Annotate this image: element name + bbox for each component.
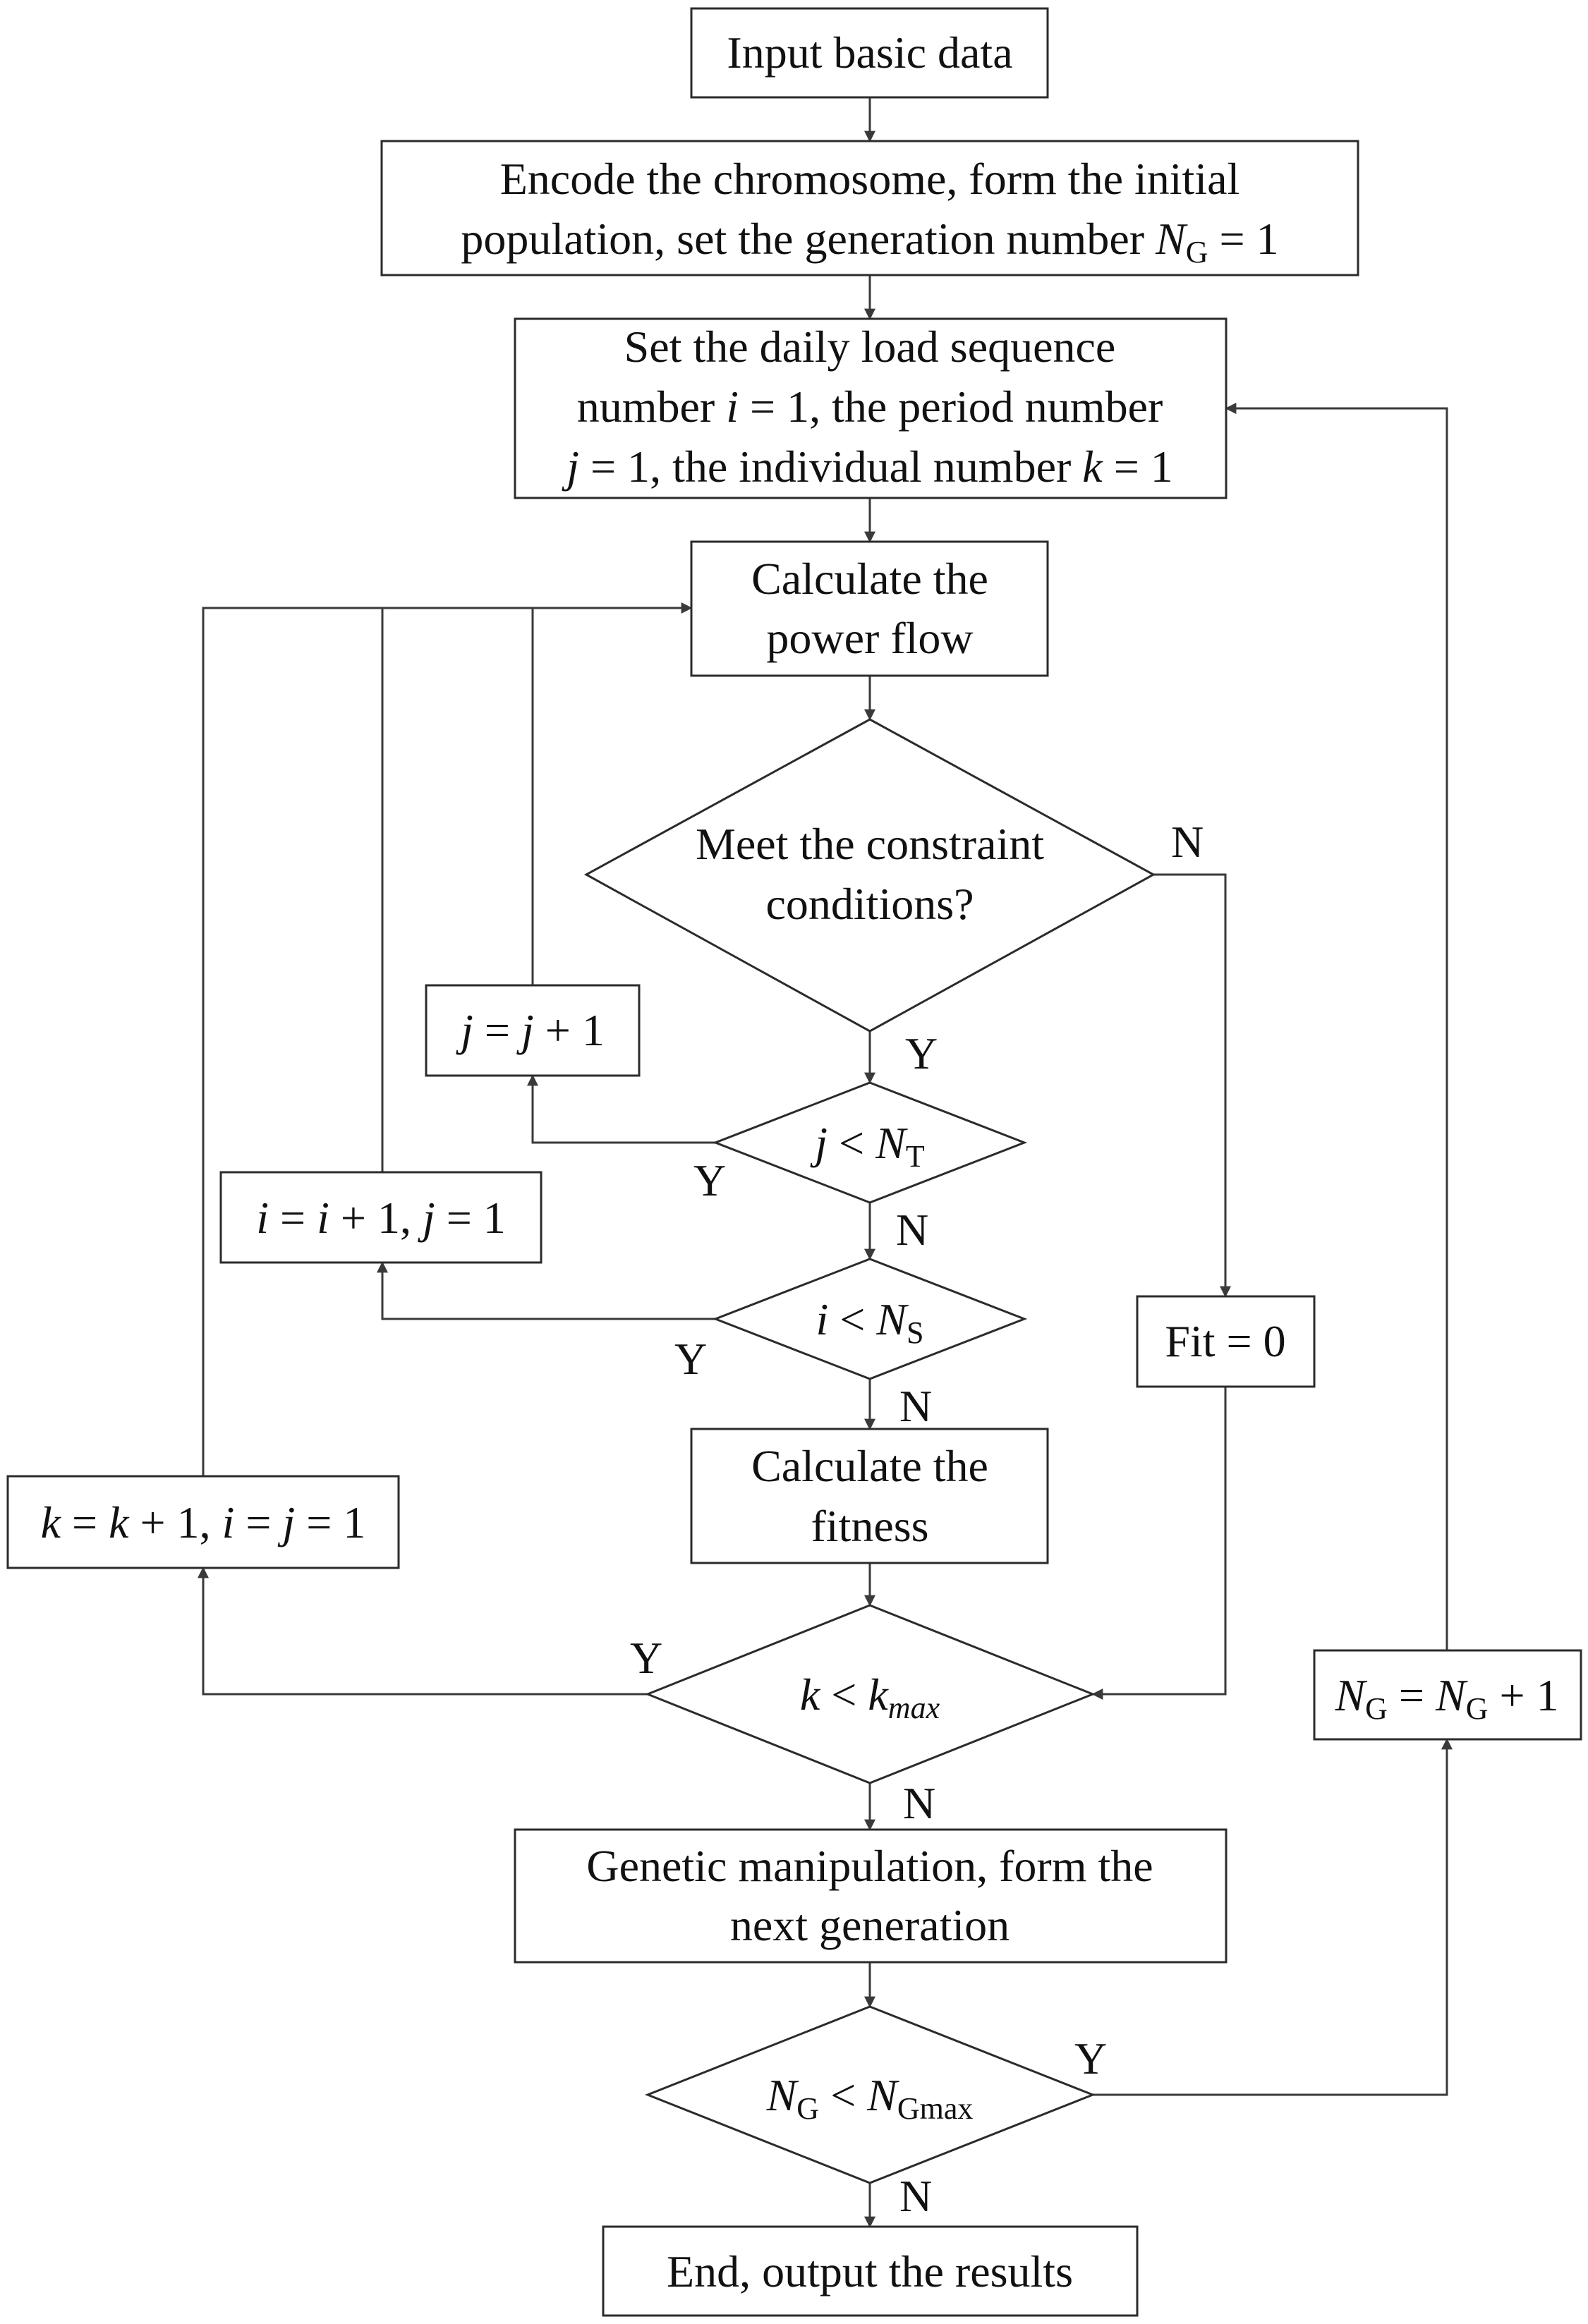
kinc-text: k = k + 1, i = j = 1 <box>41 1497 366 1547</box>
edge-kcond-yes-to-kinc <box>198 1566 648 1696</box>
edge-kinc-to-powerflow <box>202 602 693 1476</box>
edge-jcond-yes-to-jinc <box>527 1074 715 1144</box>
setseq-line1: Set the daily load sequence <box>624 322 1116 372</box>
constraint-line2: conditions? <box>765 879 974 929</box>
node-constraint-decision: Meet the constraint conditions? <box>583 718 1156 1033</box>
label-i-yes: Y <box>674 1334 707 1384</box>
ngcond-text: NG < NGmax <box>766 2070 974 2126</box>
edge-ngcond-yes-to-nginc <box>1093 1738 1453 2096</box>
fitness-line1: Calculate the <box>751 1441 988 1491</box>
genetic-line1: Genetic manipulation, form the <box>586 1841 1153 1891</box>
input-label: Input basic data <box>727 28 1012 78</box>
setseq-line3: j = 1, the individual number k = 1 <box>562 442 1173 492</box>
label-k-yes: Y <box>630 1633 662 1683</box>
node-k-increment: k = k + 1, i = j = 1 <box>6 1475 400 1569</box>
node-k-condition: k < kmax <box>644 1604 1096 1784</box>
fit-zero-text: Fit = 0 <box>1165 1316 1285 1366</box>
nginc-text: NG = NG + 1 <box>1334 1670 1558 1726</box>
constraint-line1: Meet the constraint <box>696 819 1044 869</box>
node-calculate-fitness: Calculate the fitness <box>690 1428 1049 1564</box>
connectors <box>198 97 1453 2228</box>
label-i-no: N <box>899 1381 932 1431</box>
node-calculate-power-flow: Calculate the power flow <box>690 540 1049 677</box>
genetic-line2: next generation <box>730 1900 1010 1950</box>
edge-icond-yes-to-iinc <box>377 1261 715 1320</box>
fitness-line2: fitness <box>811 1501 928 1551</box>
jinc-text: j = j + 1 <box>456 1005 605 1055</box>
node-set-sequence: Set the daily load sequence number i = 1… <box>514 317 1228 499</box>
node-ng-condition: NG < NGmax <box>644 2005 1096 2184</box>
edge-constraint-no-to-fit <box>1153 873 1231 1298</box>
edge-nginc-to-setseq <box>1225 403 1448 1650</box>
node-encode-chromosome: Encode the chromosome, form the initial … <box>380 140 1359 276</box>
label-ng-yes: Y <box>1074 2033 1107 2083</box>
branch-labels: N Y Y N Y N Y N Y N <box>630 817 1204 2221</box>
encode-line2: population, set the generation number NG… <box>461 214 1278 269</box>
powerflow-line1: Calculate the <box>751 554 988 604</box>
node-j-increment: j = j + 1 <box>425 984 641 1077</box>
node-i-condition: i < NS <box>712 1258 1028 1380</box>
node-input-basic-data: Input basic data <box>690 7 1049 99</box>
label-j-yes: Y <box>693 1155 726 1205</box>
label-ng-no: N <box>899 2171 932 2221</box>
label-constraint-no: N <box>1171 817 1204 867</box>
label-constraint-yes: Y <box>905 1028 938 1078</box>
node-end-output: End, output the results <box>602 2225 1139 2317</box>
node-genetic-manipulation: Genetic manipulation, form the next gene… <box>514 1828 1228 1964</box>
end-text: End, output the results <box>667 2246 1073 2296</box>
label-j-no: N <box>896 1205 928 1255</box>
kcond-text: k < kmax <box>800 1669 940 1725</box>
node-j-condition: j < NT <box>712 1081 1028 1204</box>
iinc-text: i = i + 1, j = 1 <box>256 1193 506 1243</box>
node-fit-zero: Fit = 0 <box>1136 1295 1316 1388</box>
encode-line1: Encode the chromosome, form the initial <box>500 154 1240 204</box>
node-i-increment: i = i + 1, j = 1 <box>219 1171 543 1264</box>
powerflow-line2: power flow <box>766 613 973 663</box>
node-ng-increment: NG = NG + 1 <box>1313 1649 1582 1741</box>
setseq-line2: number i = 1, the period number <box>577 382 1163 432</box>
icond-text: i < NS <box>816 1294 923 1350</box>
label-k-no: N <box>903 1778 935 1828</box>
edge-fit-to-kcond <box>1091 1387 1227 1700</box>
